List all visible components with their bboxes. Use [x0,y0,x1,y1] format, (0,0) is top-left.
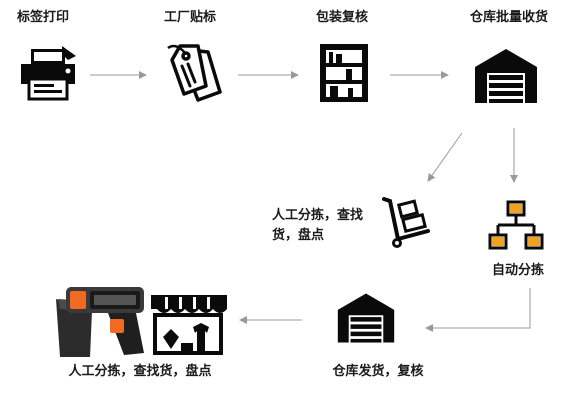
step-factory-tag: 工厂贴标 [163,10,217,25]
arrow-receive-to-manual [427,132,463,182]
shelf-icon [318,42,370,108]
arrow-auto-to-ship [425,288,531,332]
warehouse-icon [336,291,396,349]
step-manual-sort-bottom: 人工分拣，查找货，盘点 [68,364,212,379]
step-label-print: 标签打印 [16,10,70,25]
step-warehouse-ship: 仓库发货，复核 [332,364,424,379]
printer-icon [18,44,78,106]
step-manual-sort-mid: 人工分拣，查找货，盘点 [272,208,364,243]
storefront-icon [149,291,229,359]
step-pack-review: 包装复核 [315,10,369,25]
handheld-scanner-icon [50,283,148,363]
warehouse-icon [473,47,539,109]
step-auto-sort: 自动分拣 [491,263,545,278]
hierarchy-icon [488,200,544,256]
step-warehouse-receive: 仓库批量收货 [469,10,549,25]
hand-truck-icon [380,195,432,255]
tags-icon [162,40,226,110]
